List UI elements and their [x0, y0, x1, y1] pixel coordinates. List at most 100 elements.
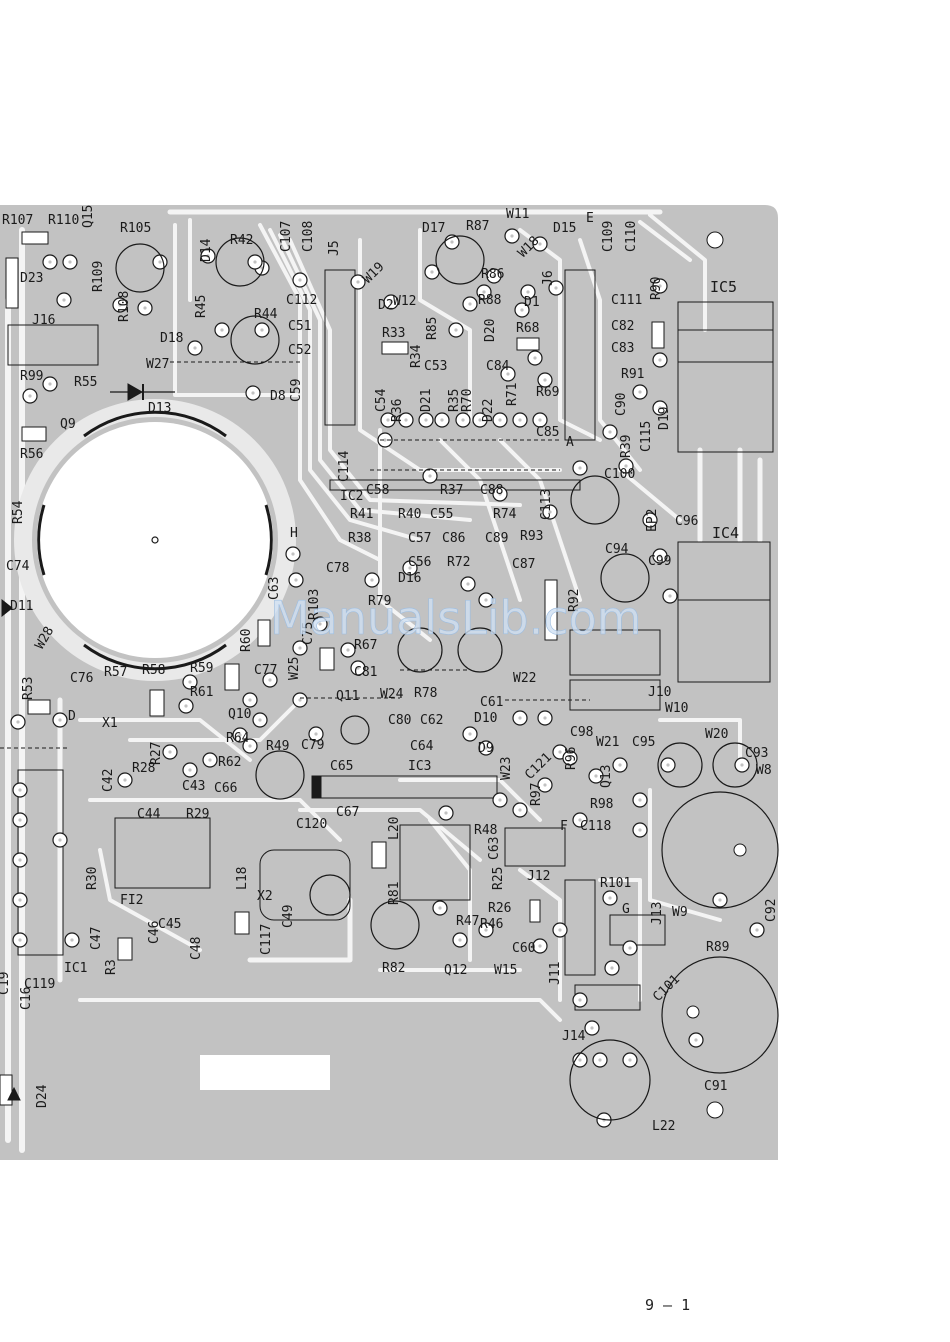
component-label: R27 — [149, 742, 164, 765]
pad-hole — [428, 474, 432, 478]
component-label: J6 — [541, 270, 556, 286]
pad-hole — [694, 1038, 698, 1042]
component-label: D24 — [35, 1084, 50, 1108]
component-label: R97 — [529, 783, 544, 806]
pad-hole — [208, 758, 212, 762]
component-label: L20 — [387, 817, 402, 840]
component-label: R81 — [387, 882, 402, 905]
pad-hole — [298, 646, 302, 650]
component-label: R88 — [478, 293, 501, 308]
component-label: C77 — [254, 663, 277, 678]
pad-hole — [118, 303, 122, 307]
component-label: R48 — [474, 823, 497, 838]
component-label: W24 — [380, 687, 404, 702]
pad-hole — [291, 552, 295, 556]
pad-hole — [498, 492, 502, 496]
component-label: W20 — [705, 727, 728, 742]
component-label: C98 — [570, 725, 593, 740]
component-label: C64 — [410, 739, 434, 754]
pad-hole — [168, 750, 172, 754]
component-label: C111 — [611, 293, 642, 308]
pad-hole — [628, 946, 632, 950]
component-label: C108 — [301, 221, 316, 252]
component-label: C66 — [214, 781, 237, 796]
component-label: R99 — [20, 369, 43, 384]
pad-hole — [18, 938, 22, 942]
component-label: D13 — [148, 401, 171, 416]
component-label: R25 — [491, 867, 506, 890]
component-label: Q9 — [60, 417, 76, 432]
pad-hole — [258, 718, 262, 722]
component-label: W8 — [756, 763, 772, 778]
pad-hole — [48, 382, 52, 386]
pad-hole — [158, 260, 162, 264]
component-label: C85 — [536, 425, 559, 440]
component-label: C49 — [281, 905, 296, 928]
pad-hole — [510, 234, 514, 238]
component-label: C75 — [301, 622, 316, 645]
pad-hole — [18, 858, 22, 862]
component-label: R60 — [239, 629, 254, 652]
pad-hole — [450, 240, 454, 244]
component-label: C89 — [485, 531, 508, 546]
pad-hole — [404, 418, 408, 422]
solder-pads — [10, 228, 765, 1128]
component-label: L18 — [235, 867, 250, 890]
component-label: C48 — [189, 937, 204, 960]
component-label: R42 — [230, 233, 253, 248]
pad-hole — [123, 778, 127, 782]
pad-hole — [298, 278, 302, 282]
component-label: J13 — [650, 902, 665, 925]
pad-hole — [58, 838, 62, 842]
component-label: R54 — [11, 500, 26, 524]
component-label: R71 — [505, 383, 520, 406]
component-label: E — [586, 211, 594, 226]
pad-hole — [658, 554, 662, 558]
component-label: R86 — [481, 267, 504, 282]
pad-hole — [318, 622, 322, 626]
pad-hole — [548, 510, 552, 514]
component-label: C93 — [745, 746, 768, 761]
component-label: C88 — [480, 483, 503, 498]
component-label: R89 — [706, 940, 729, 955]
component-bodies — [0, 231, 665, 1106]
pad-hole — [143, 306, 147, 310]
component-label: R74 — [493, 507, 517, 522]
component-label: W27 — [146, 357, 169, 372]
pad-hole — [538, 944, 542, 948]
dashed-guides — [0, 361, 590, 749]
pad-hole — [28, 394, 32, 398]
pad-hole — [248, 698, 252, 702]
component-label: D10 — [474, 711, 497, 726]
pad-hole — [658, 406, 662, 410]
pad-hole — [492, 274, 496, 278]
component-label: C100 — [604, 467, 635, 482]
component-label: D16 — [398, 571, 421, 586]
pad-hole — [610, 966, 614, 970]
component-label: IC4 — [712, 524, 739, 542]
pad-hole — [506, 372, 510, 376]
component-label: C63 — [267, 577, 282, 600]
pad-hole — [188, 768, 192, 772]
component-label: D — [68, 709, 76, 724]
pad-hole — [518, 808, 522, 812]
component-label: Q15 — [81, 205, 96, 228]
pad-hole — [520, 308, 524, 312]
large-components — [37, 235, 779, 1121]
pad-hole — [193, 346, 197, 350]
component-label: R58 — [142, 663, 165, 678]
component-label: C43 — [182, 779, 205, 794]
pad-hole — [498, 418, 502, 422]
component-label: C87 — [512, 557, 535, 572]
pad-hole — [248, 744, 252, 748]
pad-hole — [658, 358, 662, 362]
component-label: C59 — [289, 379, 304, 402]
component-label: C83 — [611, 341, 634, 356]
pad-hole — [260, 328, 264, 332]
pad-hole — [346, 648, 350, 652]
pad-hole — [383, 438, 387, 442]
component-label: C63 — [487, 837, 502, 860]
pad-hole — [206, 254, 210, 258]
component-label: D9 — [478, 741, 494, 756]
pad-hole — [356, 666, 360, 670]
